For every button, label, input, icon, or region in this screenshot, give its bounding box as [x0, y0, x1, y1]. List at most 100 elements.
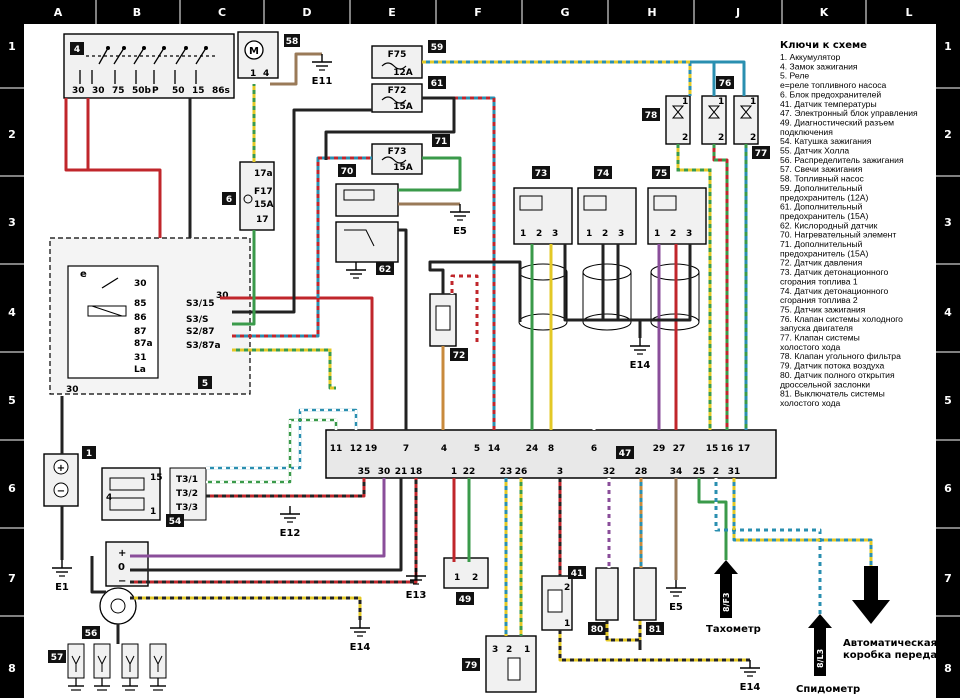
wire-stripe [422, 60, 692, 96]
relay-label: S3/15 [186, 299, 215, 309]
legend-item: 58. Топливный насос [780, 174, 865, 184]
pump-pin-1: 1 [250, 69, 256, 79]
wire-stripe [206, 418, 338, 484]
grid-row-left-7: 7 [8, 572, 16, 585]
grid-row-right-2: 2 [944, 128, 952, 141]
ecu-pin: 19 [365, 444, 378, 454]
ignition-switch-number: 4 [74, 45, 80, 55]
legend-item: 72. Датчик давления [780, 258, 863, 268]
relay-terminal: 31 [134, 353, 147, 363]
fuel-pump: M 1 4 58 [237, 31, 300, 79]
ecu-pin: 26 [515, 467, 528, 477]
wire [232, 230, 256, 326]
wire-stripe [232, 348, 336, 390]
knock-sensor-pin: 2 [602, 229, 608, 239]
coil-terminal: 4 [106, 493, 112, 503]
wire-stripe [558, 630, 750, 662]
svg-text:70: 70 [341, 167, 354, 177]
ecu-pin: 23 [500, 467, 513, 477]
relay-label: S3/87a [186, 341, 221, 351]
ground-e5b: E5 [666, 580, 686, 613]
svg-text:62: 62 [379, 265, 392, 275]
svg-text:−: − [118, 576, 126, 587]
pressure-sensor: 72 [429, 293, 468, 361]
temperature-sensor: 21 41 [541, 566, 586, 631]
grid-column-C: C [218, 6, 226, 19]
svg-text:54: 54 [169, 517, 182, 527]
wire [605, 620, 642, 642]
wire [428, 260, 522, 322]
ignition-terminal: 50 [172, 86, 185, 96]
legend-item: 76. Клапан системы холодного [780, 314, 903, 324]
grid-column-A: A [54, 6, 63, 19]
ground-label: E14 [350, 642, 371, 653]
relay-feed-terminal-30: 30 [66, 385, 79, 395]
ecu-pin: 28 [635, 467, 648, 477]
wire [422, 96, 496, 430]
svg-text:1: 1 [524, 645, 530, 655]
svg-text:80: 80 [591, 625, 604, 635]
ecu-pin: 27 [673, 444, 686, 454]
svg-text:15A: 15A [393, 163, 413, 173]
knock-sensor-2: 74 [577, 166, 637, 331]
ecu-pin: 4 [441, 444, 447, 454]
wire [130, 478, 403, 572]
wire [64, 98, 162, 238]
legend-item: 1. Аккумулятор [780, 52, 841, 62]
speedo-code: 8/L3 [816, 649, 825, 668]
ground-e13: E13 [406, 568, 426, 601]
ecu-pin: 30 [378, 467, 391, 477]
ground-e14c: E14 [740, 660, 761, 693]
legend-item: 61. Дополнительный [780, 202, 863, 212]
idle-valve: 77 [733, 95, 770, 159]
ecu-pin: 31 [728, 467, 741, 477]
ecu-pin: 11 [330, 444, 343, 454]
legend-item: 6. Блок предохранителей [780, 89, 881, 99]
ignition-terminal: 50b [132, 86, 152, 96]
grid-row-left-4: 4 [8, 306, 16, 319]
svg-text:49: 49 [459, 595, 472, 605]
wire [690, 60, 716, 96]
ground-label: E14 [740, 682, 761, 693]
svg-text:17: 17 [256, 215, 269, 225]
svg-text:F17: F17 [254, 187, 273, 197]
coil-pin: T3/3 [176, 503, 198, 513]
knock-sensor-1: 73 [513, 166, 573, 331]
ecu-pin: 32 [603, 467, 616, 477]
svg-text:79: 79 [465, 661, 478, 671]
legend-item: предохранитель (15А) [780, 211, 868, 221]
svg-text:F75: F75 [388, 50, 407, 60]
knock-sensor-pin: 1 [654, 229, 660, 239]
grid-row-left-6: 6 [8, 482, 16, 495]
ecu-pin: 8 [548, 444, 554, 454]
gearbox-label-1: Автоматическая [843, 638, 937, 649]
ecu-pin: 35 [358, 467, 371, 477]
svg-text:41: 41 [571, 569, 584, 579]
wire [232, 108, 372, 314]
valve-pin: 2 [750, 133, 756, 143]
gearbox-label-2: коробка передач [843, 649, 944, 661]
ecu-pin: 17 [738, 444, 751, 454]
grid-row-left-2: 2 [8, 128, 16, 141]
idle-switch: 81 [633, 567, 664, 635]
ignition-terminal: 15 [192, 86, 205, 96]
legend-title: Ключи к схеме [780, 40, 867, 51]
gearbox-arrow: Автоматическая коробка передач [843, 566, 944, 661]
ignition-terminal: 30 [72, 86, 85, 96]
ecu-pin: 29 [653, 444, 666, 454]
ground-label: E1 [55, 582, 69, 593]
wire [324, 96, 456, 160]
legend-item: 75. Датчик зажигания [780, 304, 866, 314]
grid-column-G: G [560, 6, 569, 19]
svg-text:2: 2 [564, 583, 570, 593]
svg-text:78: 78 [645, 111, 658, 121]
grid-row-right-8: 8 [944, 662, 952, 675]
coil-terminal: 15 [150, 473, 163, 483]
ground-label: E5 [669, 602, 683, 613]
svg-text:77: 77 [755, 149, 768, 159]
svg-text:2: 2 [472, 573, 478, 583]
fuse-f72: F72 15A 61 [371, 76, 446, 113]
